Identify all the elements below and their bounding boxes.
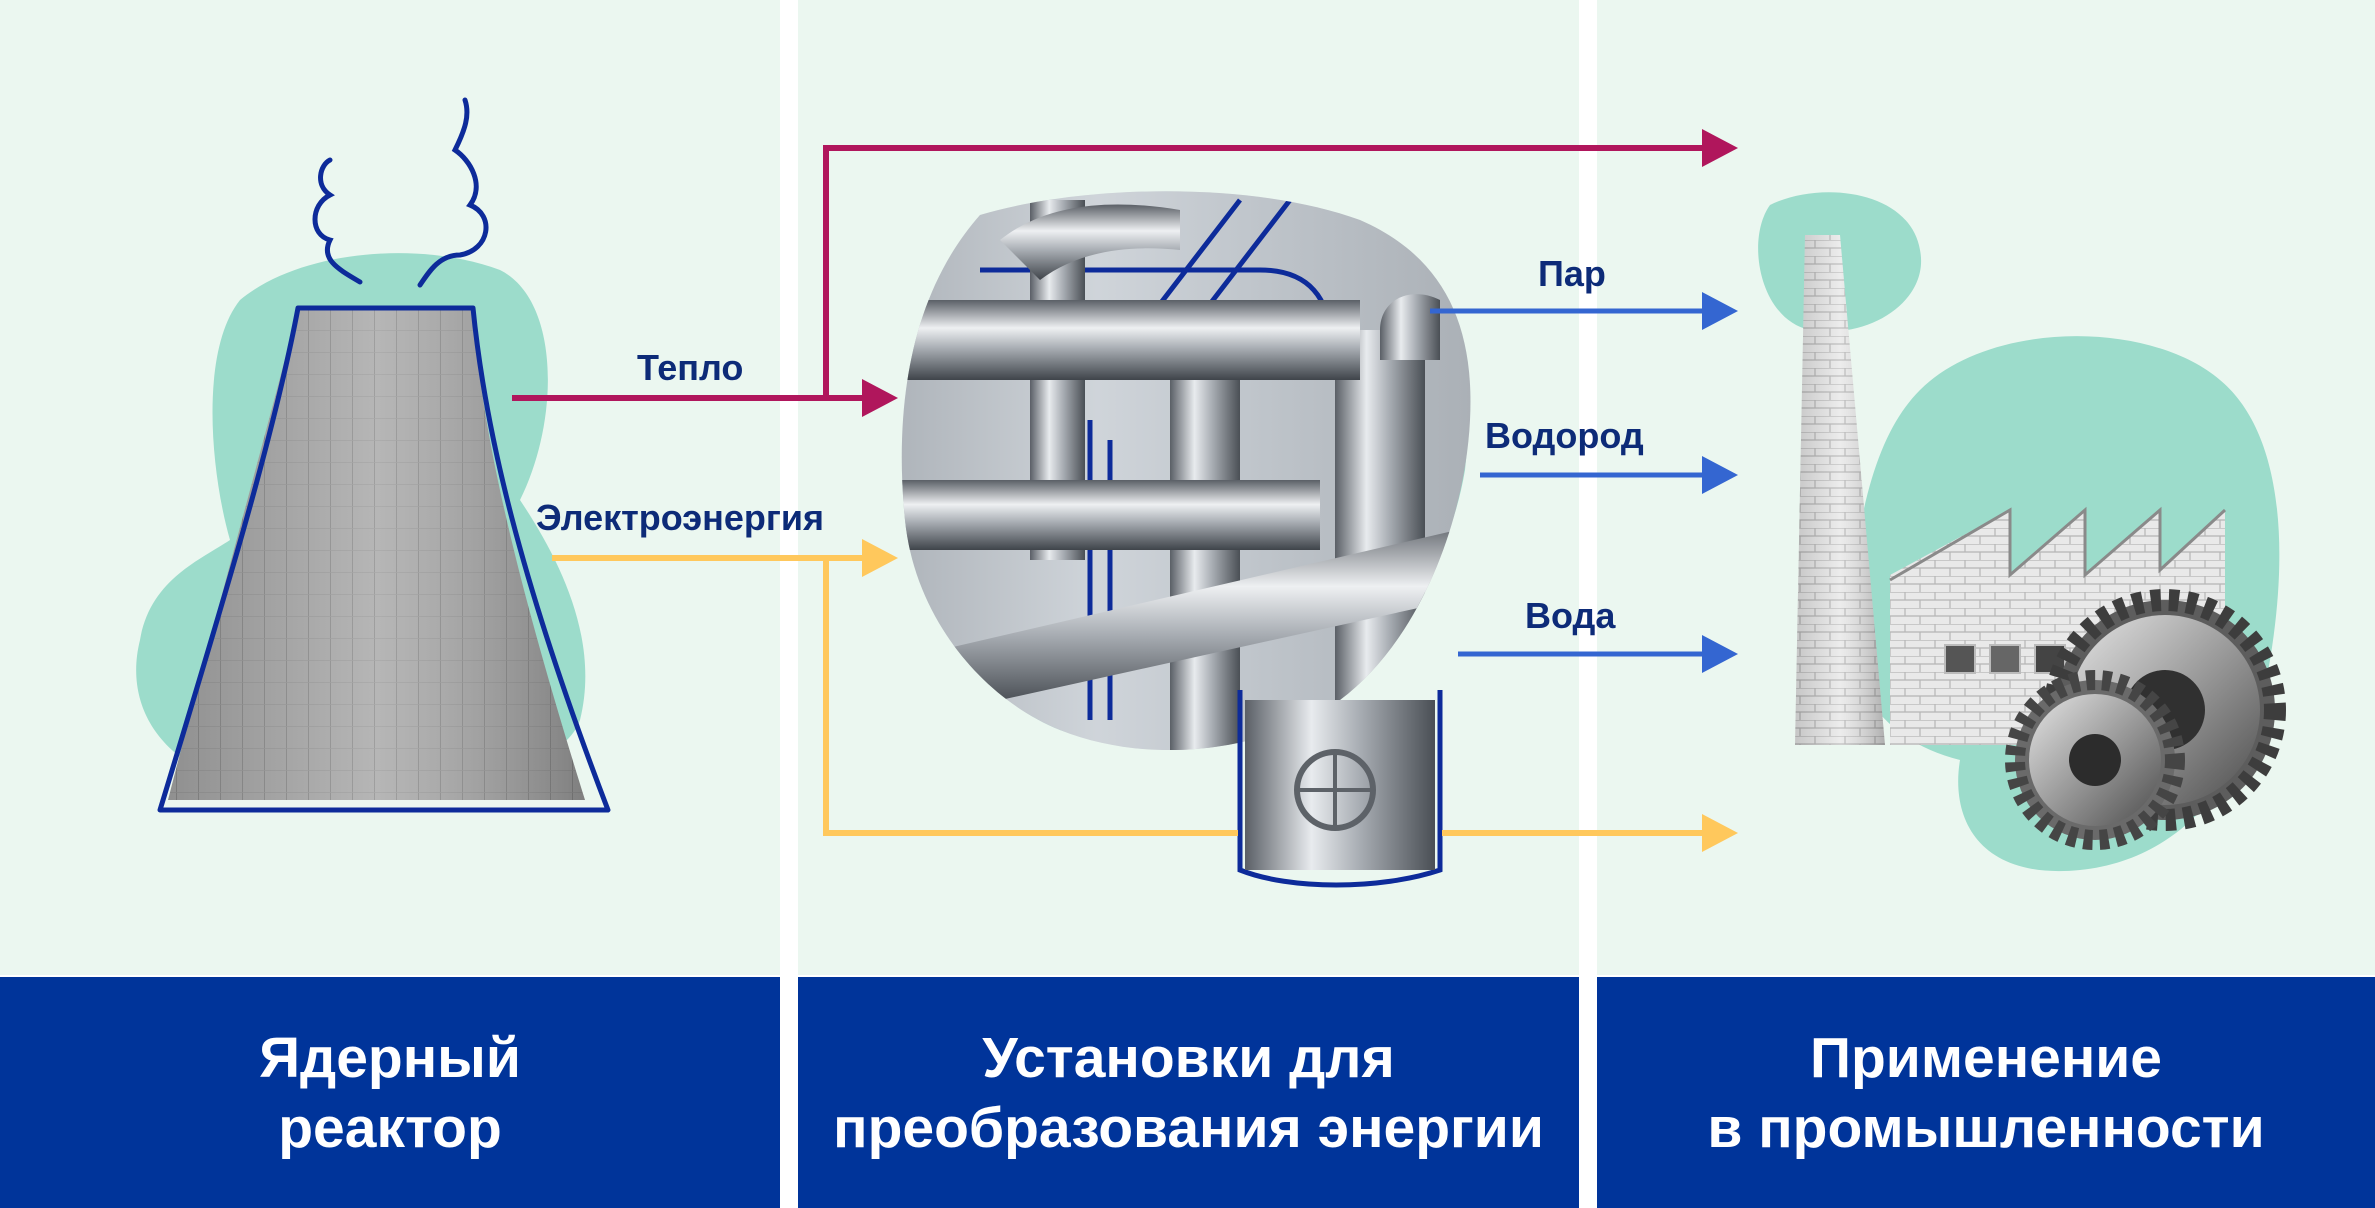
gear-icon — [2005, 589, 2286, 850]
panel-conversion-title: Установки для преобразования энергии — [798, 977, 1579, 1208]
pipes-icon — [901, 191, 1471, 888]
factory-icon — [1758, 192, 2286, 872]
flow-diagram: Тепло Электроэнергия Пар Водород Вода — [136, 97, 2286, 888]
label-steam: Пар — [1538, 253, 1606, 294]
heat-flow — [512, 129, 1738, 417]
output-flows — [1430, 292, 1738, 673]
panel-industry-title-text: Применение в промышленности — [1707, 1025, 2265, 1160]
pipe-outline — [1237, 690, 1443, 888]
label-hydrogen: Водород — [1485, 415, 1644, 456]
panel-industry-title: Применение в промышленности — [1597, 977, 2375, 1208]
label-water: Вода — [1525, 595, 1616, 636]
label-electricity: Электроэнергия — [536, 497, 824, 538]
panel-reactor-title-text: Ядерный реактор — [259, 1025, 521, 1160]
label-heat: Тепло — [637, 347, 743, 388]
cooling-tower-icon — [136, 97, 611, 813]
panel-reactor-title: Ядерный реактор — [0, 977, 780, 1208]
tower-outline — [157, 305, 611, 813]
electricity-flow — [552, 539, 1738, 852]
panel-conversion-title-text: Установки для преобразования энергии — [833, 1025, 1544, 1160]
steam-icon — [312, 97, 489, 288]
